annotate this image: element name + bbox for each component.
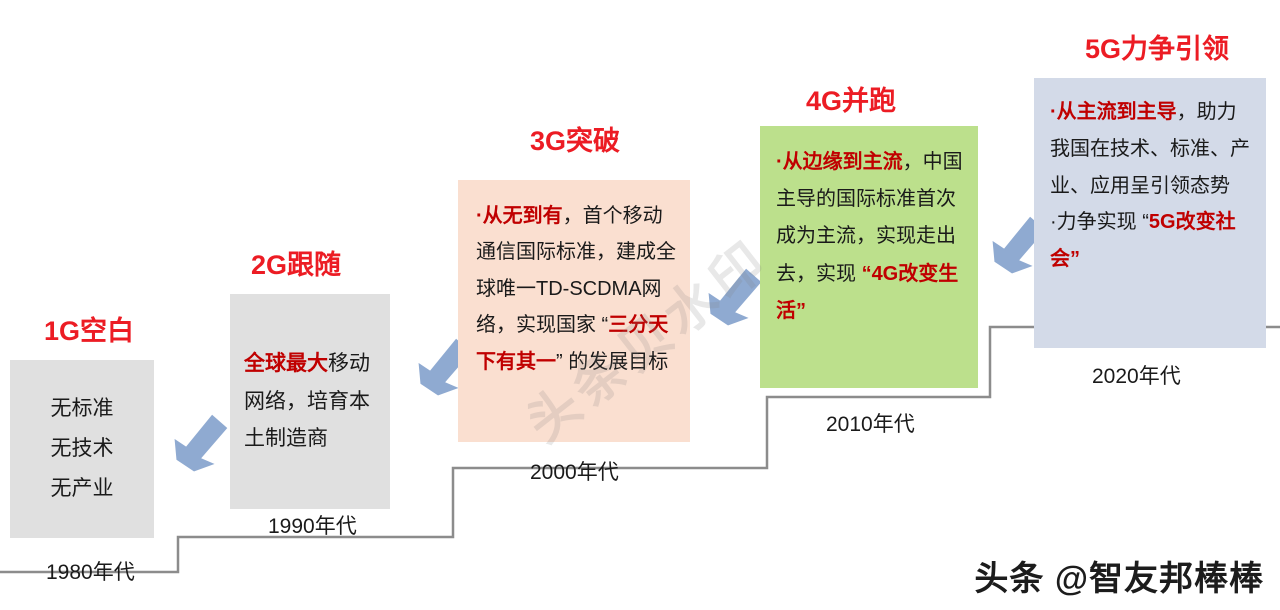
generation-title-1g: 1G空白 xyxy=(44,316,135,346)
generation-box-5g: ·从主流到主导，助力我国在技术、标准、产业、应用呈引领态势 ·力争实现 “5G改变… xyxy=(1034,78,1266,348)
generation-2g-segment-1: 全球最大 xyxy=(244,352,328,376)
generation-1g-line-3: 无产业 xyxy=(50,476,114,500)
generation-5g-segment-1: ·从主流到主导 xyxy=(1050,101,1177,123)
generation-title-4g: 4G并跑 xyxy=(806,86,897,116)
generation-3g-segment-2: ，首个移动通信国际标准，建成全球唯一TD-SCDMA网络，实现国家 “ xyxy=(476,205,676,337)
generation-5g-segment-4: 5G改变社会 xyxy=(1050,211,1236,271)
generation-box-4g: ·从边缘到主流，中国主导的国际标准首次成为主流，实现走出去，实现 “4G改变生活… xyxy=(760,126,978,388)
era-label-5g: 2020年代 xyxy=(1092,365,1181,388)
generation-title-5g: 5G力争引领 xyxy=(1085,34,1230,64)
generation-3g-segment-4: ” 的发展目标 xyxy=(556,350,669,373)
generation-title-3g: 3G突破 xyxy=(530,126,621,156)
generation-box-3g: ·从无到有，首个移动通信国际标准，建成全球唯一TD-SCDMA网络，实现国家 “… xyxy=(458,180,690,442)
generation-title-2g: 2G跟随 xyxy=(251,250,342,280)
corner-watermark: 头条 @智友邦棒棒 xyxy=(974,560,1264,598)
era-label-1g: 1980年代 xyxy=(46,561,135,584)
generation-box-1g: 无标准 无技术 无产业 xyxy=(10,360,154,538)
generation-1g-line-2: 无技术 xyxy=(50,437,114,461)
era-label-3g: 2000年代 xyxy=(530,461,619,484)
generation-4g-segment-3: “4G改变生活” xyxy=(776,262,959,322)
generation-4g-segment-1: ·从边缘到主流 xyxy=(776,151,903,173)
generation-2g-segment-2: 移动网络，培育本土制造商 xyxy=(244,352,370,451)
generation-box-2g: 全球最大移动网络，培育本土制造商 xyxy=(230,294,390,509)
era-label-2g: 1990年代 xyxy=(268,515,357,538)
generation-5g-segment-5: ” xyxy=(1070,248,1080,271)
generation-3g-segment-3: 三分天下有其一 xyxy=(476,314,669,373)
generation-4g-segment-2: ，中国主导的国际标准首次成为主流，实现走出去，实现 xyxy=(776,151,963,285)
generation-1g-line-1: 无标准 xyxy=(50,397,114,421)
generation-5g-segment-2: ，助力我国在技术、标准、产业、应用呈引领态势 xyxy=(1050,101,1250,197)
era-label-4g: 2010年代 xyxy=(826,413,915,436)
arrow-1g-to-2g xyxy=(173,413,229,473)
generation-3g-segment-1: ·从无到有 xyxy=(476,205,563,227)
generation-5g-segment-3: ·力争实现 “ xyxy=(1050,211,1149,234)
